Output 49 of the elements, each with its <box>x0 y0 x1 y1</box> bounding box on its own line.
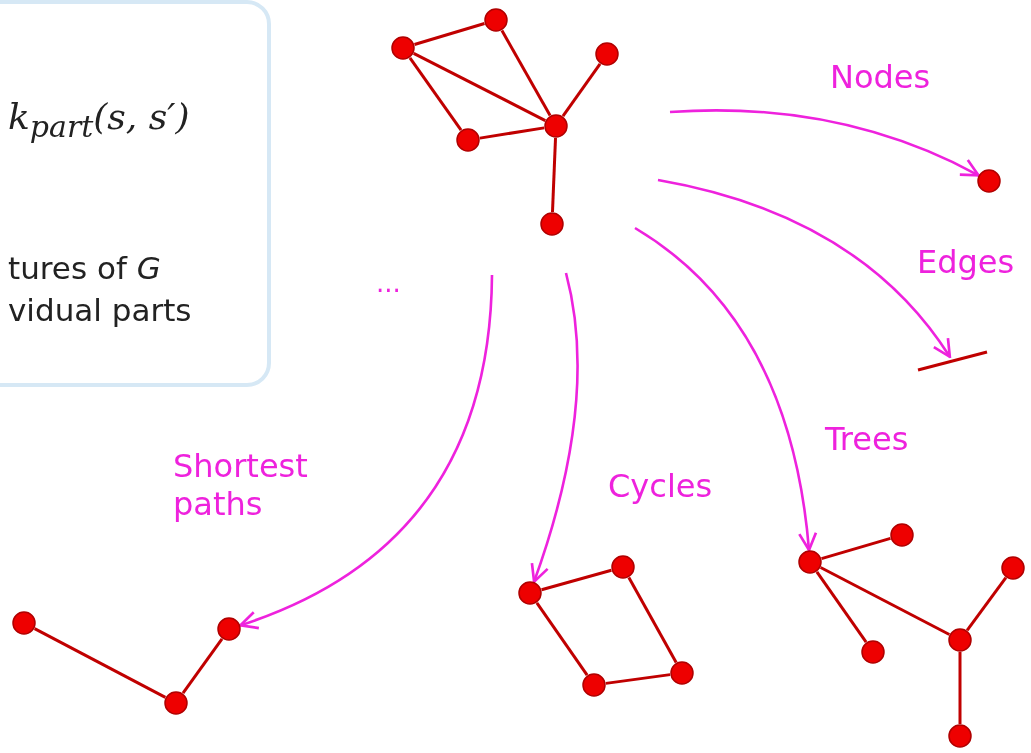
graph-edge <box>33 627 167 699</box>
graph-node <box>611 555 635 579</box>
graph-node <box>217 617 241 641</box>
graph-node <box>456 128 480 152</box>
graph-edge <box>413 52 546 122</box>
graph-node <box>582 673 606 697</box>
graph-node <box>540 212 564 236</box>
graph-edge <box>819 566 951 636</box>
graph-node <box>484 8 508 32</box>
graph-edge <box>551 137 557 213</box>
graph-node <box>977 169 1001 193</box>
graph-edge <box>965 576 1008 632</box>
graph-node <box>1001 556 1025 580</box>
ellipsis-text: ... <box>376 268 401 298</box>
graph-edge <box>541 568 612 592</box>
curved-arrow <box>657 178 952 359</box>
graph-edge <box>605 673 671 685</box>
graph-edge <box>958 652 962 724</box>
graph-node <box>948 724 972 748</box>
graph-node <box>12 611 36 635</box>
graph-edge <box>561 62 602 118</box>
edge-segment <box>917 350 988 372</box>
graph-edge <box>627 576 678 664</box>
graph-node <box>861 640 885 664</box>
curved-arrow <box>239 274 494 629</box>
graph-node <box>890 523 914 547</box>
curved-arrow <box>634 226 817 552</box>
graph-node <box>391 36 415 60</box>
graph-edge <box>181 637 224 695</box>
graph-edge <box>821 536 891 561</box>
curved-arrow <box>530 272 579 584</box>
graph-node <box>948 628 972 652</box>
graph-node <box>518 581 542 605</box>
text-line: tures of G <box>8 250 161 286</box>
graph-edge <box>815 570 868 644</box>
graph-node <box>670 661 694 685</box>
graph-edge <box>500 29 552 117</box>
graph-node <box>595 42 619 66</box>
graph-node <box>544 114 568 138</box>
formula: k$_{part}$(s, s′) <box>8 96 190 145</box>
curved-arrow <box>669 109 980 177</box>
text-card <box>0 0 271 387</box>
graph-edge <box>414 22 485 46</box>
graph-edge <box>535 602 589 676</box>
graph-node <box>164 691 188 715</box>
graph-edge <box>408 56 463 132</box>
text-line: vidual parts <box>8 292 192 328</box>
graph-edge <box>479 126 545 140</box>
graph-node <box>798 550 822 574</box>
